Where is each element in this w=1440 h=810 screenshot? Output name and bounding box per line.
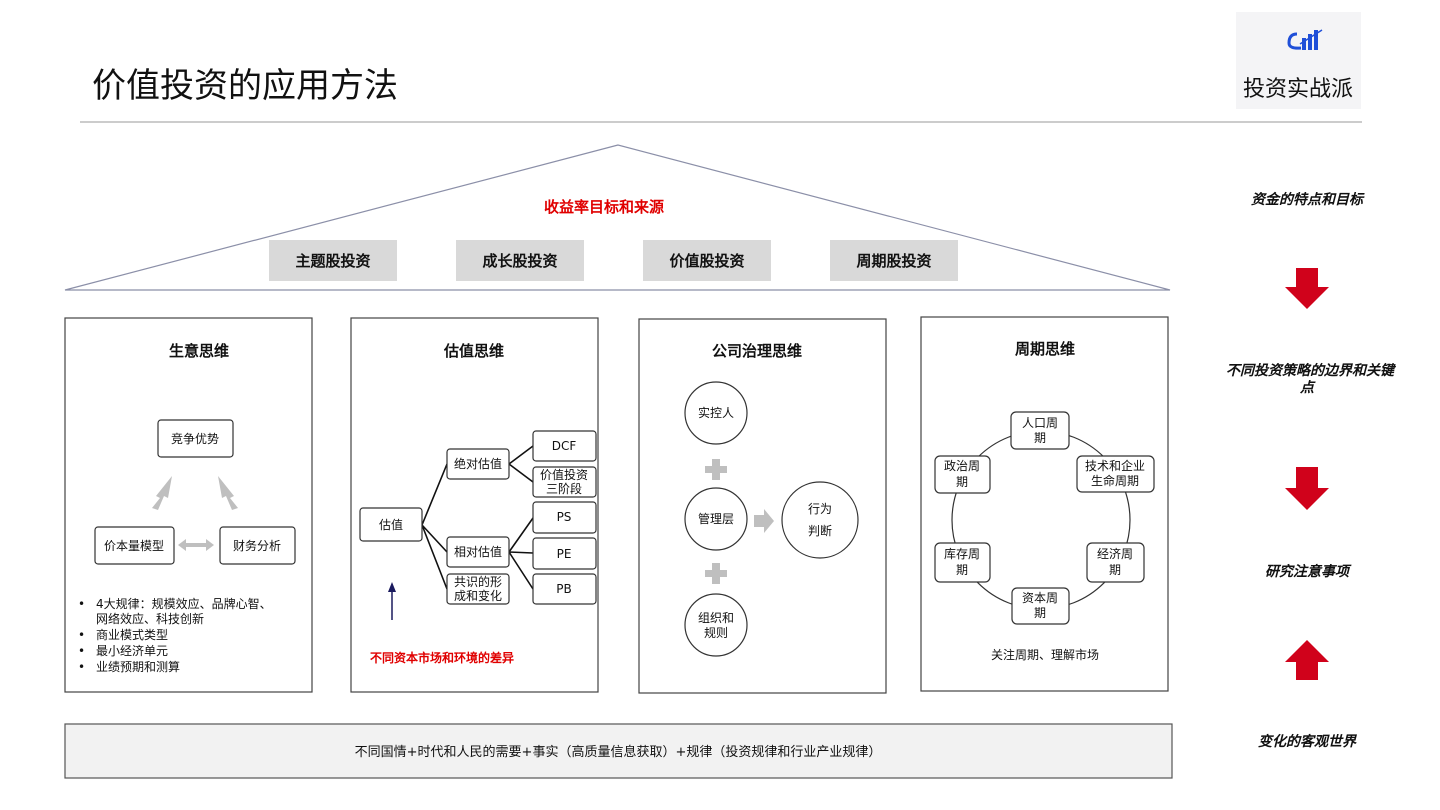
svg-text:人口周: 人口周 <box>1022 416 1058 430</box>
panel-title: 估值思维 <box>443 342 504 360</box>
arrow-down-icon <box>1285 467 1329 510</box>
svg-text:生命周期: 生命周期 <box>1091 473 1139 488</box>
svg-text:竞争优势: 竞争优势 <box>171 432 219 446</box>
panel-title: 公司治理思维 <box>712 342 802 360</box>
svg-text:变化的客观世界: 变化的客观世界 <box>1258 733 1358 750</box>
svg-text:估值: 估值 <box>379 517 403 532</box>
svg-text:价值股投资: 价值股投资 <box>669 252 744 270</box>
svg-text:成和变化: 成和变化 <box>454 588 502 603</box>
svg-text:不同投资策略的边界和关键: 不同投资策略的边界和关键 <box>1226 362 1397 379</box>
double-arrow-icon <box>152 476 238 551</box>
svg-text:三阶段: 三阶段 <box>546 481 582 496</box>
svg-text:政治周: 政治周 <box>944 459 980 473</box>
svg-text:库存周: 库存周 <box>944 546 980 561</box>
style-box-theme: 主题股投资 <box>269 240 397 281</box>
page-title: 价值投资的应用方法 <box>92 66 398 106</box>
panel-business: 生意思维 竞争优势 价本量模型 财务分析 • 4大规律：规模效应、品牌心智、 网络… <box>64 317 313 693</box>
svg-text:绝对估值: 绝对估值 <box>454 456 502 471</box>
plus-icon <box>705 459 727 480</box>
foundation-box: 不同国情+时代和人民的需要+事实（高质量信息获取）+规律（投资规律和行业产业规律… <box>64 723 1173 779</box>
svg-text:规则: 规则 <box>704 625 728 640</box>
svg-text:•: • <box>78 597 85 611</box>
svg-text:期: 期 <box>1034 606 1046 620</box>
roof-triangle <box>64 144 1171 291</box>
svg-text:最小经济单元: 最小经济单元 <box>96 643 168 658</box>
svg-text:商业模式类型: 商业模式类型 <box>96 627 168 642</box>
svg-text:期: 期 <box>1034 431 1046 445</box>
style-box-growth: 成长股投资 <box>456 240 584 281</box>
svg-text:不同国情+时代和人民的需要+事实（高质量信息获取）+规律（投: 不同国情+时代和人民的需要+事实（高质量信息获取）+规律（投资规律和行业产业规律… <box>355 744 882 760</box>
side-column: 资金的特点和目标 不同投资策略的边界和关键 点 研究注意事项 变化的客观世界 <box>1226 191 1397 750</box>
svg-text:点: 点 <box>1299 379 1316 396</box>
svg-text:4大规律：规模效应、品牌心智、: 4大规律：规模效应、品牌心智、 <box>96 596 272 611</box>
svg-text:技术和企业: 技术和企业 <box>1085 458 1145 473</box>
svg-text:DCF: DCF <box>552 439 577 453</box>
svg-text:主题股投资: 主题股投资 <box>295 252 370 270</box>
logo-chart-icon <box>1287 29 1323 50</box>
svg-text:PB: PB <box>556 582 571 596</box>
svg-text:期: 期 <box>956 563 968 577</box>
svg-text:经济周: 经济周 <box>1097 546 1133 561</box>
panel-title: 周期思维 <box>1015 340 1075 358</box>
logo-text: 投资实战派 <box>1243 77 1353 102</box>
style-box-cyclical: 周期股投资 <box>830 240 958 281</box>
logo: 投资实战派 <box>1236 12 1361 109</box>
plus-icon <box>705 563 727 584</box>
svg-text:相对估值: 相对估值 <box>454 544 502 559</box>
svg-text:资金的特点和目标: 资金的特点和目标 <box>1251 191 1365 208</box>
svg-text:判断: 判断 <box>808 523 832 538</box>
svg-text:管理层: 管理层 <box>698 511 734 526</box>
svg-text:周期股投资: 周期股投资 <box>856 252 931 270</box>
valuation-note: 不同资本市场和环境的差异 <box>370 650 514 665</box>
arrow-up-icon <box>388 582 396 620</box>
svg-text:价值投资: 价值投资 <box>540 467 588 482</box>
svg-text:研究注意事项: 研究注意事项 <box>1265 563 1352 580</box>
svg-text:•: • <box>78 660 85 674</box>
cycle-note: 关注周期、理解市场 <box>991 647 1099 662</box>
svg-text:•: • <box>78 628 85 642</box>
panel-title: 生意思维 <box>169 342 229 360</box>
svg-text:业绩预期和测算: 业绩预期和测算 <box>96 659 180 674</box>
svg-text:实控人: 实控人 <box>698 405 734 420</box>
svg-text:PE: PE <box>557 547 572 561</box>
svg-text:组织和: 组织和 <box>698 611 734 625</box>
svg-text:•: • <box>78 644 85 658</box>
style-box-value: 价值股投资 <box>643 240 771 281</box>
svg-text:共识的形: 共识的形 <box>454 574 502 589</box>
svg-text:期: 期 <box>956 475 968 489</box>
svg-text:成长股投资: 成长股投资 <box>482 252 557 270</box>
svg-text:期: 期 <box>1109 563 1121 577</box>
svg-text:资本周: 资本周 <box>1022 591 1058 605</box>
svg-text:财务分析: 财务分析 <box>233 538 281 553</box>
arrow-right-icon <box>754 509 774 533</box>
svg-text:价本量模型: 价本量模型 <box>104 539 164 553</box>
svg-text:PS: PS <box>557 510 572 524</box>
arrow-up-icon <box>1285 640 1329 680</box>
roof-title: 收益率目标和来源 <box>544 198 664 216</box>
arrow-down-icon <box>1285 268 1329 309</box>
svg-text:行为: 行为 <box>808 502 832 516</box>
svg-text:网络效应、科技创新: 网络效应、科技创新 <box>96 611 204 626</box>
